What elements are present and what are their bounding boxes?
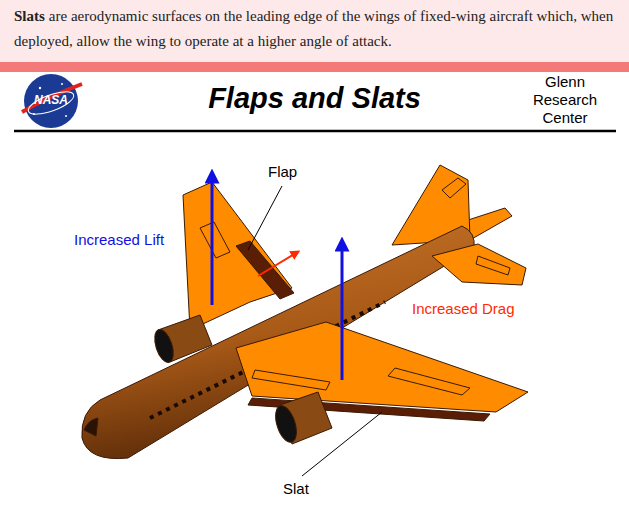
part-label: Slat <box>283 480 309 498</box>
header-rule <box>14 130 616 133</box>
drag-arrow <box>258 253 296 276</box>
near-wing <box>236 322 528 412</box>
cockpit-window <box>84 418 98 436</box>
rudder-panel <box>442 178 466 198</box>
part-label: Flap <box>268 163 297 181</box>
definition-band: Slatsare aerodynamic surfaces on the lea… <box>0 0 629 62</box>
center-name: Glenn Research Center <box>522 73 608 127</box>
far-wing-panel <box>200 222 230 258</box>
drag-label: Increased Drag <box>412 300 515 318</box>
engine-intake <box>272 403 301 445</box>
near-wing-panel <box>252 370 330 390</box>
highlight-bar <box>0 62 629 72</box>
near-stabilizer <box>432 244 526 285</box>
near-wing-panel <box>388 368 470 395</box>
nasa-logo <box>22 74 82 128</box>
elevator-panel <box>476 256 510 275</box>
term: Slats <box>14 8 45 24</box>
leader-line <box>248 186 282 250</box>
far-wing <box>183 182 292 330</box>
lift-label: Increased Lift <box>74 231 164 249</box>
definition-text: are aerodynamic surfaces on the leading … <box>14 8 613 49</box>
logo-text: NASA <box>27 93 75 107</box>
leader-line <box>302 412 382 476</box>
lift-arrow <box>341 244 344 380</box>
flap-surface <box>236 241 294 299</box>
lift-arrow <box>211 176 214 305</box>
engine-intake <box>151 327 177 364</box>
